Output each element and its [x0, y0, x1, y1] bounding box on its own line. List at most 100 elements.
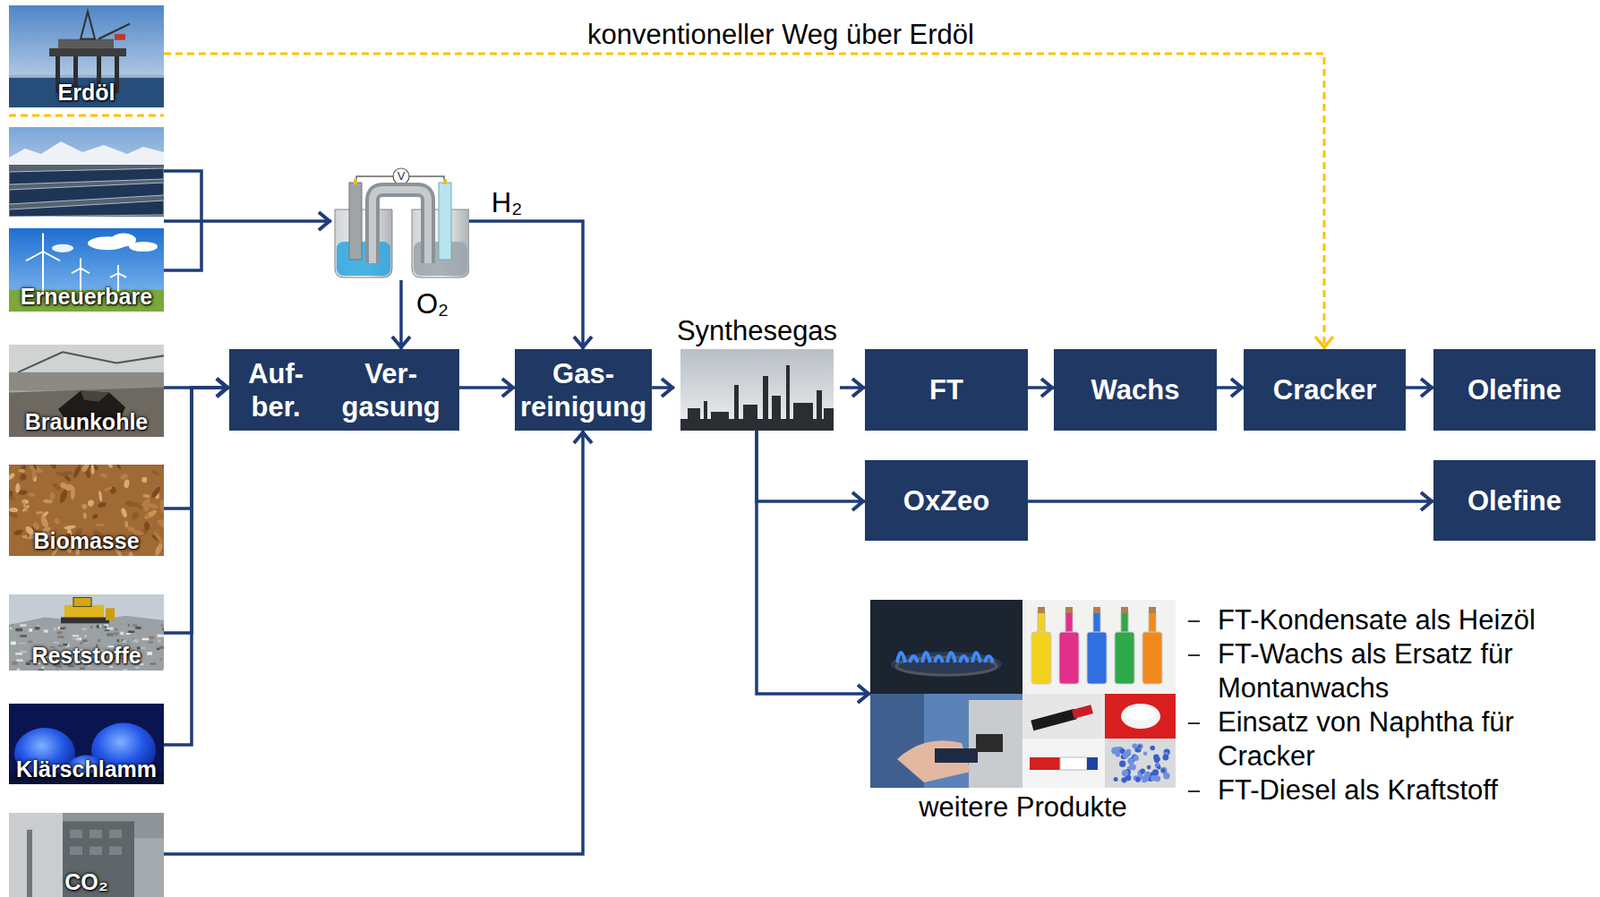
svg-shape [142, 493, 151, 498]
svg-shape [8, 490, 14, 497]
flow-arrow [163, 430, 592, 855]
svg-shape [1071, 704, 1094, 719]
connector-line [756, 430, 871, 694]
svg-shape [49, 492, 55, 501]
svg-shape [51, 244, 74, 253]
svg-shape [372, 189, 428, 264]
svg-shape [62, 821, 135, 897]
process-box: OxZeo [864, 460, 1028, 541]
svg-shape [36, 625, 40, 628]
process-box-label: Olefine [1467, 484, 1562, 518]
svg-shape [42, 233, 44, 252]
arrow-head [392, 336, 411, 348]
svg-shape [64, 483, 74, 491]
svg-shape [128, 624, 130, 627]
svg-shape [687, 408, 701, 421]
svg-shape [1104, 738, 1176, 788]
svg-shape [349, 182, 362, 260]
arrow-head [573, 432, 592, 444]
svg-shape [48, 464, 59, 471]
svg-shape [73, 597, 92, 607]
process-box: FT [864, 349, 1028, 431]
svg-shape [17, 351, 164, 373]
connector-line [163, 387, 230, 509]
svg-shape [1135, 775, 1142, 782]
svg-shape [110, 273, 119, 278]
svg-shape [13, 528, 25, 536]
svg-shape [1022, 738, 1105, 788]
svg-shape [160, 658, 163, 660]
svg-shape [15, 482, 21, 494]
svg-shape [1149, 745, 1156, 752]
source-photo-tile: Braunkohle [8, 344, 164, 437]
svg-shape [97, 639, 101, 642]
svg-shape [959, 656, 968, 663]
svg-shape [1029, 757, 1061, 771]
dashed-arrow [163, 53, 1334, 350]
process-box-label: Cracker [1273, 373, 1377, 407]
svg-shape [114, 51, 120, 94]
svg-shape [19, 634, 27, 637]
photo-illustration [680, 349, 834, 431]
bullet-list: FT-Kondensate als HeizölFT-Wachs als Ers… [1217, 603, 1572, 808]
svg-shape [1127, 758, 1134, 765]
svg-shape [162, 627, 164, 631]
svg-shape [69, 847, 83, 856]
svg-shape [154, 542, 164, 557]
svg-shape [55, 470, 68, 478]
svg-shape [17, 472, 28, 484]
svg-shape [17, 351, 63, 373]
photo-caption: CO₂ [64, 869, 109, 897]
svg-shape [19, 624, 26, 626]
svg-shape [1139, 769, 1146, 775]
connector-line [163, 387, 230, 745]
connector-line [399, 280, 403, 350]
svg-shape [1120, 607, 1129, 614]
flow-arrow [163, 212, 332, 231]
svg-shape [113, 632, 119, 635]
bullet-item: FT-Wachs als Ersatz für Montanwachs [1217, 637, 1572, 706]
arrow-head [1420, 378, 1432, 397]
svg-shape [1120, 777, 1127, 783]
svg-shape [132, 624, 137, 627]
svg-shape [1137, 744, 1142, 749]
svg-shape [1093, 612, 1101, 634]
process-box-label: Wachs [1091, 373, 1181, 407]
bullet-item: FT-Kondensate als Heizöl [1217, 603, 1572, 638]
svg-shape [27, 491, 35, 498]
bullet-text: Einsatz von Naphtha für Cracker [1217, 705, 1572, 774]
svg-shape [25, 251, 43, 261]
source-photo-tile: CO₂ [8, 812, 164, 897]
svg-shape [90, 464, 95, 475]
svg-shape [115, 464, 122, 471]
svg-shape [890, 651, 1002, 677]
source-photo-tile: Reststoffe [8, 594, 164, 671]
svg-shape [334, 209, 393, 278]
svg-shape [57, 635, 65, 639]
svg-shape [28, 628, 33, 632]
svg-shape [1037, 607, 1045, 614]
svg-shape [8, 464, 164, 557]
svg-shape [49, 48, 127, 57]
svg-shape [1122, 752, 1130, 759]
photo-caption: weitere Produkte [918, 791, 1128, 824]
svg-shape [60, 617, 110, 625]
svg-shape [9, 627, 12, 630]
svg-shape [43, 629, 49, 633]
svg-shape [1133, 755, 1140, 762]
svg-shape [148, 641, 155, 643]
arrow-head [852, 378, 864, 397]
svg-shape [19, 473, 27, 481]
syngas-photo: Synthesegas [674, 315, 840, 431]
svg-shape [8, 182, 164, 205]
svg-shape [8, 344, 164, 437]
bullet-item: Einsatz von Naphtha für Cracker [1217, 705, 1572, 774]
svg-shape [1031, 632, 1052, 685]
svg-shape [133, 639, 139, 642]
svg-shape [119, 632, 124, 635]
svg-shape [1022, 693, 1105, 739]
svg-shape [1163, 772, 1170, 779]
svg-shape [1086, 632, 1107, 685]
edge-label-holder: O₂ [74, 289, 791, 320]
photo-illustration [8, 127, 164, 217]
